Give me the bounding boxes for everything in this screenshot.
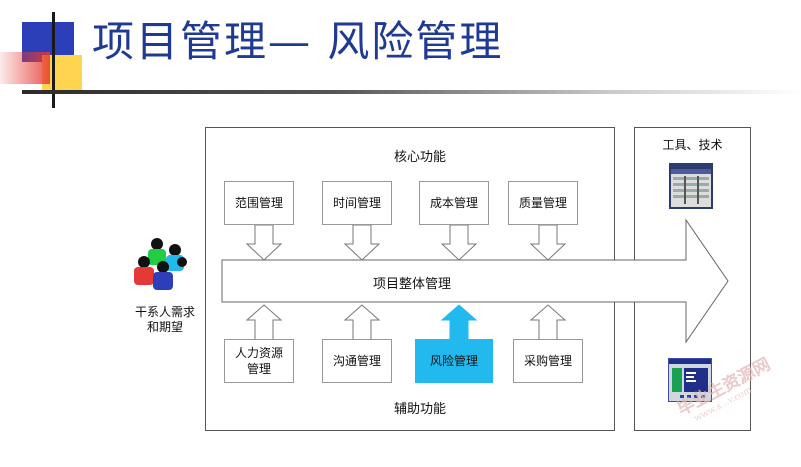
core-functions-label: 核心功能 bbox=[393, 150, 446, 165]
title-rule bbox=[22, 90, 801, 94]
aux-box-risk: 风险管理 bbox=[415, 339, 493, 383]
page-title: 项目管理— 风险管理 bbox=[92, 17, 504, 66]
deco-vertical-line bbox=[52, 12, 55, 108]
core-box-cost: 成本管理 bbox=[419, 181, 489, 225]
spreadsheet-window-icon bbox=[669, 163, 713, 209]
integration-label: 项目整体管理 bbox=[372, 277, 451, 292]
core-box-time: 时间管理 bbox=[322, 181, 392, 225]
aux-arrow-3 bbox=[440, 304, 478, 341]
core-box-scope: 范围管理 bbox=[224, 181, 294, 225]
aux-arrow-2 bbox=[343, 304, 381, 341]
aux-box-procurement: 采购管理 bbox=[513, 339, 583, 383]
aux-box-communication: 沟通管理 bbox=[322, 339, 392, 383]
aux-functions-label: 辅助功能 bbox=[393, 402, 446, 417]
stakeholder-label-line2: 和期望 bbox=[146, 320, 183, 334]
tools-label: 工具、技术 bbox=[662, 138, 723, 152]
aux-arrow-4 bbox=[529, 304, 567, 341]
aux-arrow-1 bbox=[245, 304, 283, 341]
aux-box-hr: 人力资源 管理 bbox=[224, 339, 294, 383]
core-arrow-3 bbox=[440, 224, 478, 261]
stakeholder-label-line1: 干系人需求 bbox=[134, 305, 195, 319]
core-arrow-2 bbox=[343, 224, 381, 261]
application-window-icon bbox=[668, 358, 712, 402]
core-box-quality: 质量管理 bbox=[508, 181, 578, 225]
core-arrow-4 bbox=[529, 224, 567, 261]
stakeholders-icon bbox=[134, 238, 187, 290]
integration-arrow-shape bbox=[221, 218, 729, 344]
deco-red-square bbox=[0, 52, 50, 84]
core-arrow-1 bbox=[245, 224, 283, 261]
